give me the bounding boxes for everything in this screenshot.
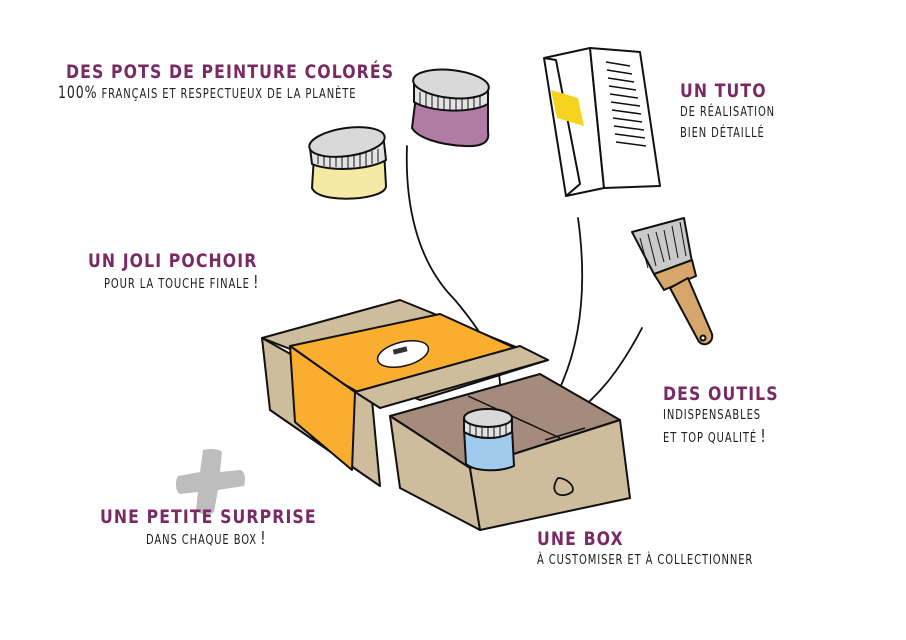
- label-box: Une box à customiser et à collectionner: [537, 528, 801, 571]
- plus-icon: [175, 448, 245, 515]
- label-sticker-icon: [376, 340, 430, 368]
- label-subtitle: 100% français et respectueux de la planè…: [58, 83, 357, 105]
- label-subtitle-text: dans chaque box: [146, 532, 257, 548]
- label-subtitle-text: et top qualité: [663, 430, 758, 446]
- label-subtitle-text: pour la touche finale: [104, 276, 250, 292]
- label-paint-pots: Des pots de peinture colorés 100% frança…: [58, 61, 423, 105]
- label-title: Un tuto: [680, 80, 767, 102]
- label-title: Un joli pochoir: [88, 250, 258, 272]
- label-title: Une box: [537, 528, 624, 550]
- label-title: Des outils: [663, 383, 779, 405]
- exclamation: !: [260, 528, 267, 549]
- cardboard-box-icon: [261, 299, 631, 531]
- label-subtitle: pour la touche finale!: [104, 272, 259, 295]
- label-tutorial: Un tuto de réalisation bien détaillé: [680, 80, 796, 144]
- label-subtitle-line1: indispensables: [663, 407, 762, 423]
- label-title: Des pots de peinture colorés: [66, 61, 395, 83]
- label-tools: Des outils indispensables et top qualité…: [663, 383, 789, 449]
- tutorial-leaflet-icon: [543, 47, 661, 197]
- label-subtitle-line1: de réalisation: [680, 104, 776, 120]
- label-title: Une petite surprise: [100, 506, 317, 528]
- label-subtitle-line2: bien détaillé: [680, 125, 765, 141]
- label-subtitle: à customiser et à collectionner: [537, 552, 754, 568]
- label-subtitle: dans chaque box!: [146, 528, 301, 551]
- paint-pot-blue-icon: [463, 408, 515, 472]
- label-stencil: Un joli pochoir pour la touche finale!: [88, 250, 293, 295]
- percentage: 100%: [58, 83, 98, 103]
- label-subtitle-text: français et respectueux de la planète: [101, 86, 357, 102]
- label-subtitle-line2: et top qualité!: [663, 426, 767, 449]
- paint-pot-yellow-icon: [308, 126, 387, 200]
- paintbrush-icon: [631, 217, 714, 346]
- paint-pot-purple-icon: [411, 68, 490, 148]
- exclamation: !: [760, 426, 767, 447]
- label-surprise: Une petite surprise dans chaque box!: [100, 506, 336, 551]
- exclamation: !: [253, 272, 260, 293]
